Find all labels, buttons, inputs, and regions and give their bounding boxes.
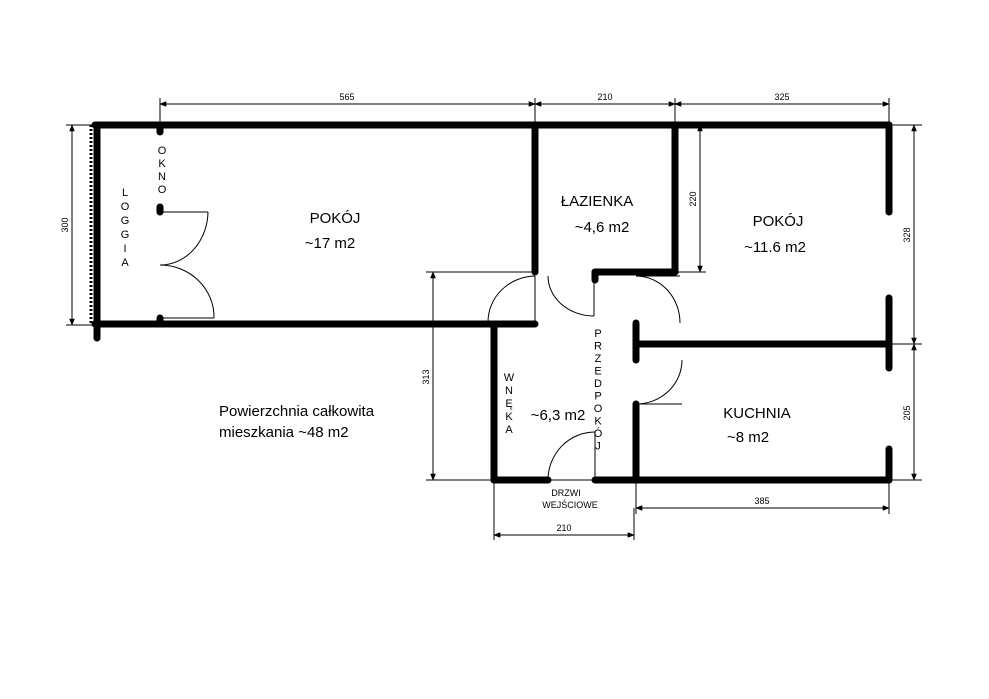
room-pokoj-small-area: ~11.6 m2 [744,239,806,256]
door-pokoj-small [635,275,681,324]
dim-entrance-bottom: 210 [556,523,571,533]
total-area-line1: Powierzchnia całkowita [219,403,375,420]
room-pokoj-large-area: ~17 m2 [305,235,355,252]
dimension-lines [66,98,922,540]
door-lazienka [547,275,595,317]
room-lazienka-name: ŁAZIENKA [561,193,634,210]
door-kuchnia [635,359,683,405]
room-przedpokoj-area: ~6,3 m2 [531,407,586,424]
dim-top-pokoj-small: 325 [774,92,789,102]
total-area-line2: mieszkania ~48 m2 [219,424,349,441]
label-door-line1: DRZWI [551,488,581,498]
dim-hall-height: 313 [421,369,431,384]
dim-kuchnia-bottom: 385 [754,496,769,506]
dim-right-pokoj-small: 328 [902,227,912,242]
room-kuchnia-area: ~8 m2 [727,429,769,446]
dim-top-pokoj: 565 [339,92,354,102]
room-kuchnia-name: KUCHNIA [723,405,791,422]
walls [91,121,893,484]
dim-right-kuchnia: 205 [902,405,912,420]
door-entrance [547,431,596,481]
label-door-line2: WEJŚCIOWE [542,499,598,510]
doors [159,211,683,481]
dim-lazienka-height: 220 [688,191,698,206]
dim-left-loggia: 300 [60,217,70,232]
dim-top-lazienka: 210 [597,92,612,102]
room-lazienka-area: ~4,6 m2 [575,219,630,236]
room-pokoj-small-name: POKÓJ [753,213,804,230]
room-pokoj-large-name: POKÓJ [310,210,361,227]
